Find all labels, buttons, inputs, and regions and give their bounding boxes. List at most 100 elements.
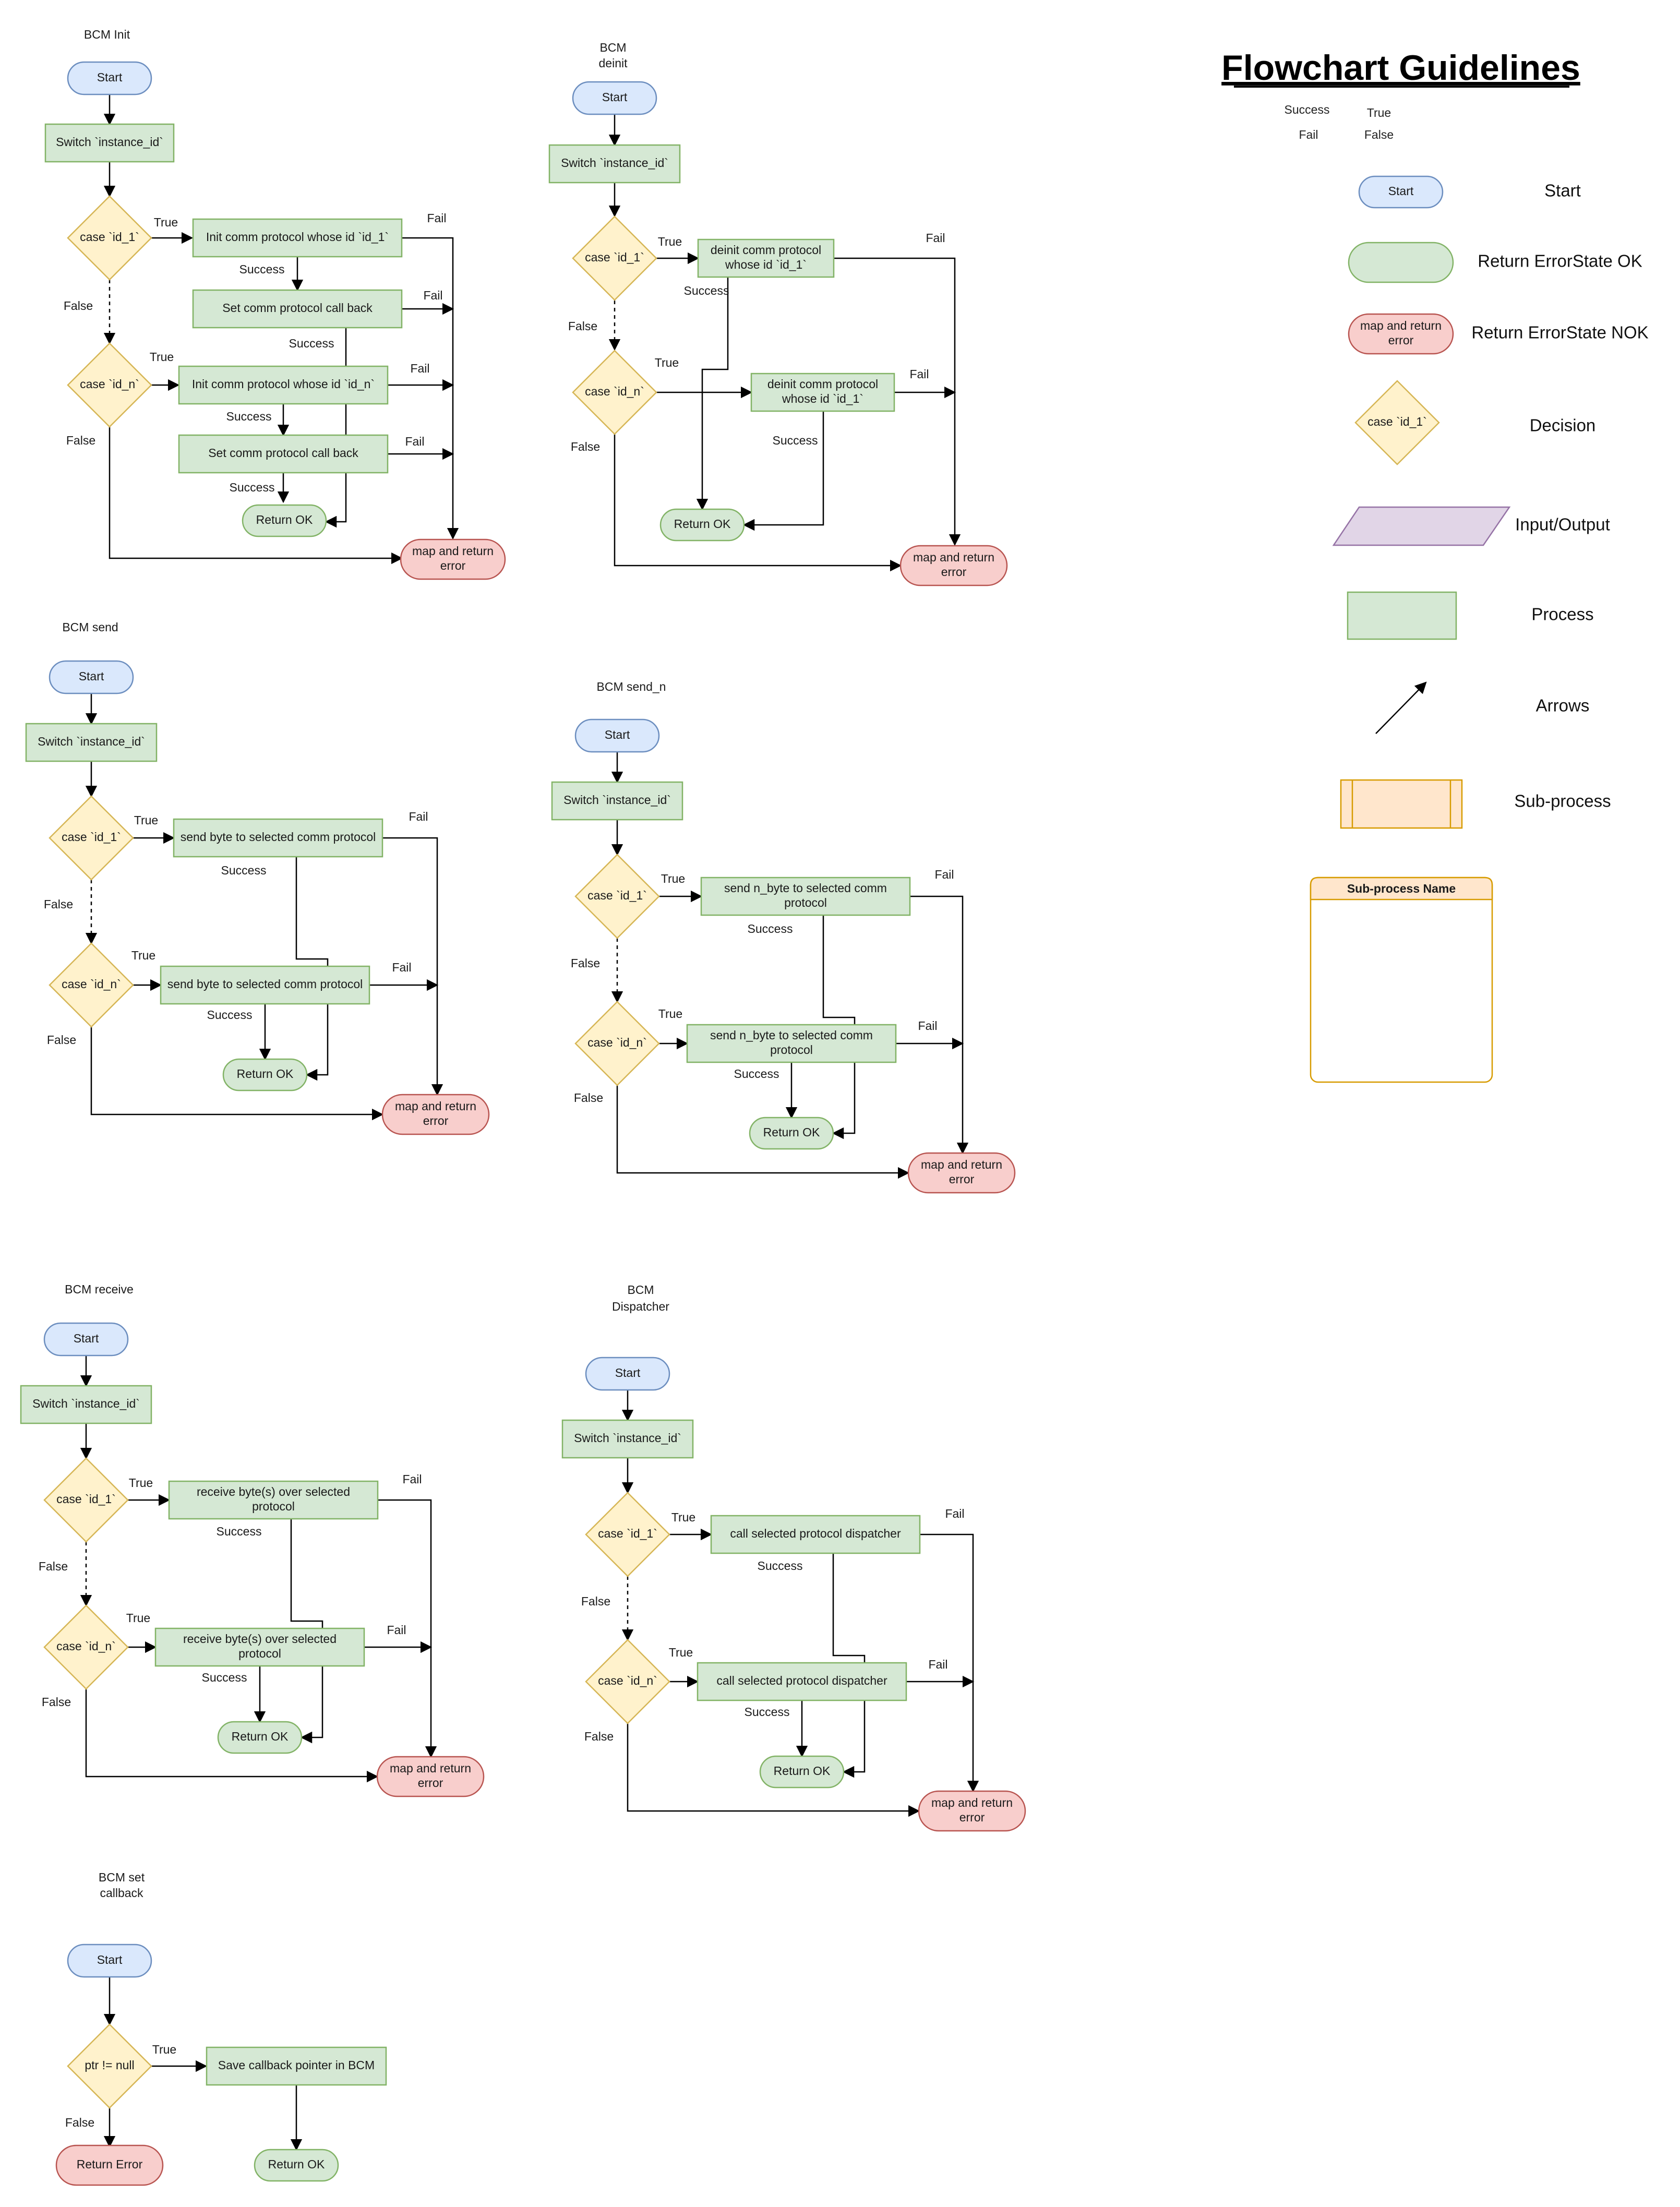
guidelines-process-shape[interactable] (1347, 591, 1457, 640)
deinit-start-node[interactable] (572, 81, 657, 115)
deinit-return-ok[interactable] (659, 508, 745, 542)
send_n-return-error[interactable] (907, 1152, 1016, 1194)
set-callback-title-line2: callback (100, 1886, 143, 1900)
send-return-ok[interactable] (222, 1058, 308, 1091)
deinit-process-2-label-line2: whose id `id_1` (782, 392, 863, 405)
deinit-process-2[interactable] (750, 373, 895, 412)
init-process-2[interactable] (192, 289, 403, 329)
dispatcher-start-node[interactable] (585, 1357, 670, 1391)
deinit-process-2-label-line1: deinit comm protocol (767, 377, 878, 391)
init-return-error[interactable] (400, 538, 506, 580)
send_n-switch-label: Switch `instance_id` (563, 793, 671, 807)
send_n-start-node[interactable] (574, 718, 660, 753)
send_n-conn-p1-fail (910, 895, 969, 1155)
send-process-2-label: send byte to selected comm protocol (167, 977, 363, 991)
deinit-casen-decision[interactable] (572, 350, 657, 435)
send-switch-node[interactable] (25, 723, 158, 762)
dispatcher-casen-decision[interactable] (585, 1639, 670, 1724)
receive-process-2[interactable] (154, 1627, 365, 1667)
send_n-return-ok-label: Return OK (763, 1125, 820, 1139)
guidelines-error-shape-label-line1: map and return (1360, 319, 1442, 332)
set-callback-decision[interactable] (67, 2023, 152, 2109)
send_n-process-1[interactable] (700, 877, 911, 916)
set-callback-return-ok-label: Return OK (268, 2157, 325, 2171)
init-casen-decision[interactable] (67, 342, 152, 428)
set-callback-process[interactable] (206, 2046, 387, 2086)
deinit-switch-label: Switch `instance_id` (561, 156, 668, 170)
init-switch-node[interactable] (44, 123, 175, 163)
dispatcher-case1-label: case `id_1` (598, 1527, 657, 1540)
receive-casen-label: case `id_n` (56, 1639, 116, 1653)
deinit-case1-decision[interactable] (572, 215, 657, 301)
guidelines-decision-shape[interactable] (1354, 380, 1440, 465)
send_n-conn-p1-success (822, 915, 856, 1140)
deinit-process-1[interactable] (697, 238, 835, 278)
guidelines-subprocess-container[interactable] (1310, 877, 1493, 1083)
receive-return-error[interactable] (376, 1756, 485, 1797)
send-casen-decision[interactable] (49, 942, 134, 1028)
send_n-casen-decision[interactable] (574, 1001, 660, 1086)
send-casen-label: case `id_n` (62, 977, 121, 991)
receive-return-ok[interactable] (217, 1721, 303, 1754)
send_n-case1-label: case `id_1` (587, 889, 647, 902)
deinit-true-label-2: True (655, 356, 679, 369)
guidelines-error-shape[interactable] (1348, 313, 1454, 355)
guidelines-start-shape[interactable] (1358, 175, 1444, 209)
send_n-false-label-2: False (574, 1091, 603, 1105)
set-callback-return-ok[interactable] (254, 2149, 339, 2182)
send-return-error[interactable] (381, 1094, 490, 1135)
receive-case1-decision[interactable] (43, 1457, 129, 1543)
dispatcher-return-error[interactable] (918, 1790, 1026, 1832)
send-return-error-label-line2: error (423, 1114, 449, 1128)
send-process-1[interactable] (173, 818, 383, 858)
send_n-casen-label: case `id_n` (587, 1036, 647, 1049)
deinit-switch-node[interactable] (548, 144, 681, 184)
init-process-3[interactable] (178, 365, 389, 405)
receive-conn-p1-success (290, 1519, 323, 1744)
dispatcher-title-line1: BCM (627, 1283, 654, 1297)
send_n-case1-decision[interactable] (574, 854, 660, 939)
dispatcher-return-error-label-line2: error (959, 1810, 985, 1824)
dispatcher-process-2[interactable] (697, 1662, 907, 1701)
guidelines-io-shape[interactable] (1332, 506, 1511, 546)
receive-start-node[interactable] (43, 1322, 129, 1357)
deinit-true-label-1: True (658, 235, 682, 248)
guidelines-io-label: Input/Output (1515, 515, 1610, 534)
send_n-switch-node[interactable] (551, 781, 683, 821)
init-case1-decision[interactable] (67, 195, 152, 281)
init-start-node[interactable] (67, 61, 152, 95)
receive-fail-label-2: Fail (387, 1623, 406, 1637)
init-title: BCM Init (84, 28, 130, 41)
init-return-ok[interactable] (242, 504, 327, 537)
dispatcher-conn-p1-fail (920, 1533, 979, 1793)
receive-switch-label: Switch `instance_id` (32, 1397, 140, 1410)
send-false-label-1: False (44, 897, 73, 911)
set-callback-decision-label: ptr != null (85, 2058, 134, 2072)
deinit-start-label: Start (602, 90, 628, 104)
send_n-process-2[interactable] (686, 1024, 897, 1063)
receive-switch-node[interactable] (20, 1385, 152, 1424)
deinit-return-error[interactable] (899, 545, 1008, 586)
dispatcher-case1-decision[interactable] (585, 1492, 670, 1577)
guidelines-subprocess-name: Sub-process Name (1347, 882, 1456, 895)
send-case1-decision[interactable] (49, 795, 134, 881)
set-callback-start-node[interactable] (67, 1944, 152, 1978)
send-start-node[interactable] (49, 660, 134, 694)
receive-process-2-label-line1: receive byte(s) over selected (183, 1632, 337, 1646)
send-process-2[interactable] (160, 965, 370, 1005)
set-callback-return-error[interactable] (55, 2144, 164, 2186)
dispatcher-process-1[interactable] (710, 1515, 921, 1554)
dispatcher-switch-node[interactable] (561, 1419, 694, 1459)
init-process-1[interactable] (192, 218, 403, 258)
dispatcher-return-ok[interactable] (759, 1755, 845, 1789)
guidelines-subprocess-shape[interactable] (1340, 779, 1463, 829)
receive-casen-decision[interactable] (43, 1604, 129, 1690)
receive-process-1[interactable] (168, 1480, 379, 1520)
guidelines-decision-shape-label: case `id_1` (1367, 415, 1427, 428)
deinit-false-label-1: False (568, 319, 597, 333)
send_n-return-ok[interactable] (749, 1117, 834, 1150)
deinit-return-error-label-line2: error (941, 565, 967, 579)
guidelines-ok-shape[interactable] (1348, 242, 1454, 283)
init-fail-label-3: Fail (410, 362, 429, 375)
init-process-4[interactable] (178, 434, 389, 474)
